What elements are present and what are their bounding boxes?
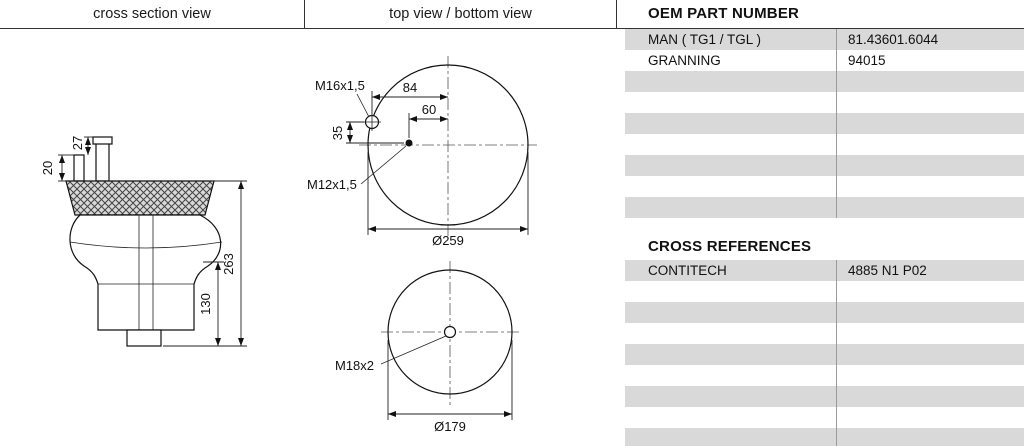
bead-plate (65, 180, 215, 216)
part-number: 4885 N1 P02 (848, 263, 927, 278)
brand-name: MAN ( TG1 / TGL ) (625, 29, 837, 50)
bottom-view-circle (387, 269, 513, 395)
dim-label-35: 35 (330, 126, 345, 140)
top-bottom-view-label: top view / bottom view (389, 6, 532, 22)
air-bellows-body (69, 214, 222, 331)
oem-part-number-title: OEM PART NUMBER (648, 5, 800, 22)
cross-references-title: CROSS REFERENCES (648, 238, 812, 255)
top-stud-cap (92, 136, 113, 145)
top-view-circle (367, 64, 529, 226)
empty-row (625, 365, 1024, 386)
dim-label-27: 27 (70, 136, 85, 150)
dim-label-60: 60 (422, 102, 436, 117)
oem-table: MAN ( TG1 / TGL ) 81.43601.6044 GRANNING… (625, 29, 1024, 218)
crossref-row-contitech: CONTITECH 4885 N1 P02 (625, 260, 1024, 281)
dim-label-dia259: Ø259 (432, 233, 464, 248)
dim-label-dia179: Ø179 (434, 419, 466, 434)
cross-references-table: CONTITECH 4885 N1 P02 (625, 260, 1024, 446)
cross-section-drawing: 20 27 263 130 (40, 136, 247, 347)
dim-label-84: 84 (403, 80, 417, 95)
empty-row (625, 344, 1024, 365)
cross-section-view-label: cross section view (0, 0, 305, 28)
thread-label-m12: M12x1,5 (307, 177, 357, 192)
m18-center-hole (443, 325, 457, 339)
part-number: 81.43601.6044 (848, 32, 939, 47)
dim-label-20: 20 (40, 161, 55, 175)
top-bottom-view-drawing: 84 60 35 M16x1,5 M12x1,5 Ø259 M18x2 Ø179 (307, 56, 537, 434)
empty-row (625, 281, 1024, 302)
empty-row (625, 134, 1024, 155)
part-number-panel: OEM PART NUMBER MAN ( TG1 / TGL ) 81.436… (625, 0, 1024, 446)
oem-row-granning: GRANNING 94015 (625, 50, 1024, 71)
empty-row (625, 323, 1024, 344)
thread-label-m18: M18x2 (335, 358, 374, 373)
empty-row (625, 428, 1024, 446)
oem-row-man: MAN ( TG1 / TGL ) 81.43601.6044 (625, 29, 1024, 50)
empty-row (625, 92, 1024, 113)
empty-row (625, 386, 1024, 407)
thread-label-m16: M16x1,5 (315, 78, 365, 93)
dim-label-263: 263 (221, 253, 236, 275)
empty-row (625, 71, 1024, 92)
brand-name: GRANNING (625, 50, 837, 71)
header-divider-line (0, 28, 1024, 29)
empty-row (625, 176, 1024, 197)
dim-label-130: 130 (198, 293, 213, 315)
empty-row (625, 113, 1024, 134)
empty-row (625, 302, 1024, 323)
empty-row (625, 407, 1024, 428)
top-stud-large (95, 142, 110, 182)
piston-foot (126, 329, 162, 347)
brand-name: CONTITECH (625, 260, 837, 281)
view-header: cross section view top view / bottom vie… (0, 0, 617, 28)
top-stud-small (73, 154, 85, 182)
part-number: 94015 (848, 53, 886, 68)
m12-bolt-hole (405, 139, 413, 147)
empty-row (625, 197, 1024, 218)
empty-row (625, 155, 1024, 176)
